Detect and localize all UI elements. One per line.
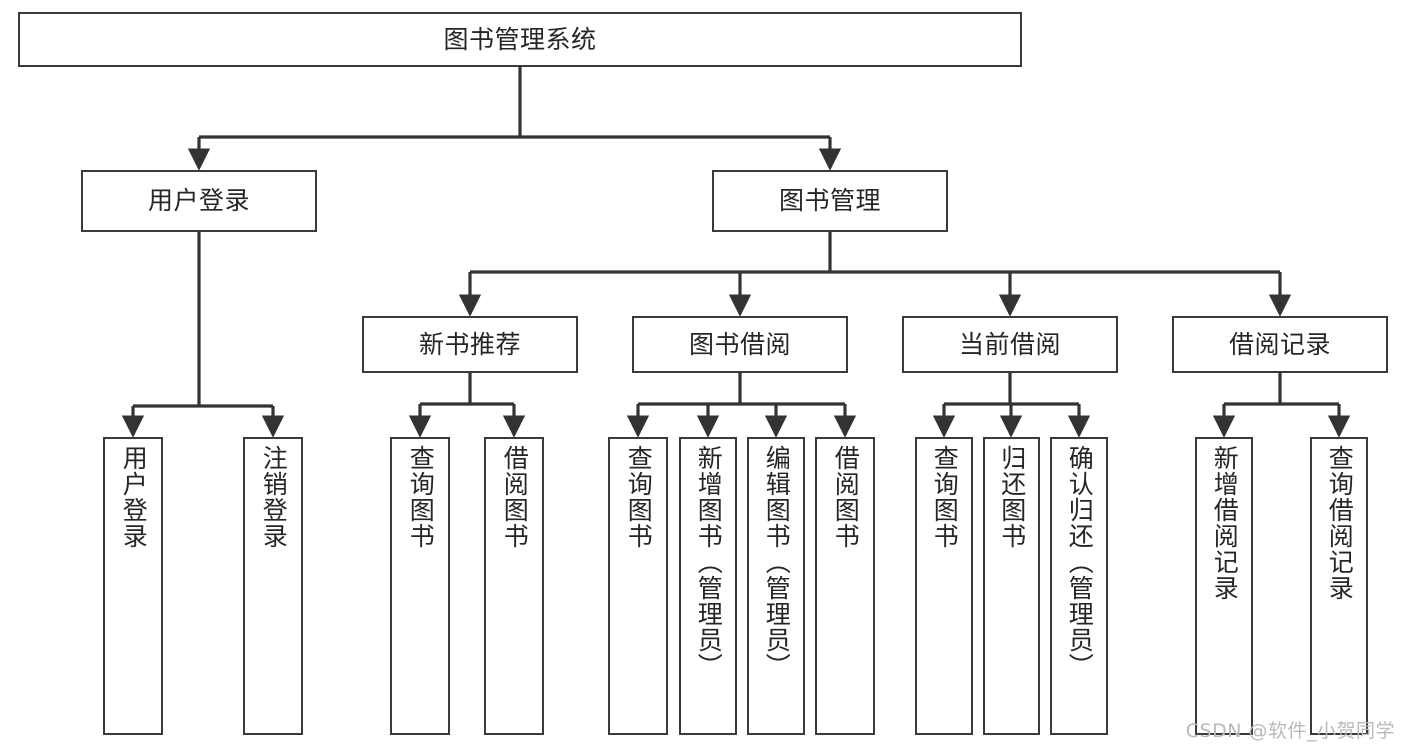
node-label: 借阅记录 bbox=[1228, 329, 1331, 359]
node-label: 注销登录 bbox=[259, 445, 289, 549]
node-label: 借阅图书 bbox=[831, 445, 861, 549]
node-user-login[interactable]: 用户登录 bbox=[81, 170, 317, 232]
node-label: 归还图书 bbox=[997, 445, 1027, 549]
leaf-borrow-query-books[interactable]: 查询图书 bbox=[608, 437, 668, 735]
node-label: 用户登录 bbox=[119, 445, 149, 549]
node-label: 图书借阅 bbox=[688, 329, 791, 359]
node-label: 新增图书（管理员） bbox=[694, 445, 724, 679]
leaf-newbook-query-books[interactable]: 查询图书 bbox=[390, 437, 450, 735]
leaf-newbook-borrow-books[interactable]: 借阅图书 bbox=[484, 437, 544, 735]
leaf-records-add-record[interactable]: 新增借阅记录 bbox=[1195, 437, 1253, 735]
leaf-user-login[interactable]: 用户登录 bbox=[103, 437, 163, 735]
leaf-records-query-record[interactable]: 查询借阅记录 bbox=[1310, 437, 1368, 735]
node-label: 查询图书 bbox=[406, 445, 436, 549]
node-label: 当前借阅 bbox=[958, 329, 1061, 359]
node-label: 查询图书 bbox=[624, 445, 654, 549]
node-borrowing-records[interactable]: 借阅记录 bbox=[1172, 316, 1388, 373]
node-label: 图书管理 bbox=[778, 186, 881, 216]
node-label: 新书推荐 bbox=[418, 329, 521, 359]
node-label: 编辑图书（管理员） bbox=[762, 445, 792, 679]
leaf-borrow-borrow-books[interactable]: 借阅图书 bbox=[815, 437, 875, 735]
node-new-book-recommendation[interactable]: 新书推荐 bbox=[362, 316, 578, 373]
node-root-book-management-system[interactable]: 图书管理系统 bbox=[18, 12, 1022, 67]
node-label: 查询图书 bbox=[930, 445, 960, 549]
leaf-current-query-books[interactable]: 查询图书 bbox=[915, 437, 973, 735]
node-label: 查询借阅记录 bbox=[1325, 445, 1355, 601]
node-current-borrowing[interactable]: 当前借阅 bbox=[902, 316, 1118, 373]
node-book-borrowing[interactable]: 图书借阅 bbox=[632, 316, 848, 373]
leaf-current-return-books[interactable]: 归还图书 bbox=[983, 437, 1040, 735]
leaf-borrow-edit-book-admin[interactable]: 编辑图书（管理员） bbox=[747, 437, 805, 735]
csdn-watermark: CSDN @软件_小贺同学 bbox=[1185, 720, 1395, 742]
node-label: 新增借阅记录 bbox=[1210, 445, 1240, 601]
leaf-borrow-add-book-admin[interactable]: 新增图书（管理员） bbox=[679, 437, 737, 735]
leaf-current-confirm-return-admin[interactable]: 确认归还（管理员） bbox=[1050, 437, 1108, 735]
leaf-user-logout[interactable]: 注销登录 bbox=[243, 437, 303, 735]
node-label: 用户登录 bbox=[147, 186, 250, 216]
node-book-management[interactable]: 图书管理 bbox=[712, 170, 948, 232]
node-label: 借阅图书 bbox=[500, 445, 530, 549]
node-label: 图书管理系统 bbox=[443, 24, 597, 54]
node-label: 确认归还（管理员） bbox=[1065, 445, 1095, 679]
